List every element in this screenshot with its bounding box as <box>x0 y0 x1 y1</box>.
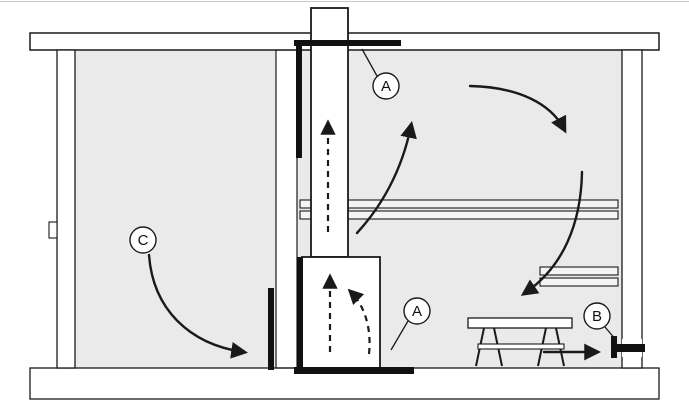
upper-wall-rails <box>299 199 619 220</box>
label-b-text: B <box>592 308 602 325</box>
ceiling-air-arrow <box>468 84 567 134</box>
label-b-circle <box>583 302 611 330</box>
lower-rail-top <box>539 266 619 276</box>
exhaust-vent <box>611 336 645 358</box>
label-b-leader <box>604 326 617 341</box>
left-room-interior <box>75 50 276 368</box>
label-a-bottom-circle <box>403 297 431 325</box>
heater-body <box>301 256 381 369</box>
left-wall <box>56 49 76 369</box>
upper-rail-top <box>299 199 619 209</box>
heater-intake-arrow <box>347 288 371 355</box>
floor-protection-shield <box>294 367 414 374</box>
lower-rail-bottom <box>539 277 619 287</box>
heater-wall-shield <box>297 257 303 368</box>
rising-air-arrow <box>355 121 417 235</box>
vent-flange <box>611 336 617 358</box>
label-heater-shield: A <box>403 297 431 325</box>
descending-air-arrow <box>520 170 584 296</box>
label-ceiling-shield: A <box>372 72 400 100</box>
sauna-heater <box>294 256 414 374</box>
label-supply-air: C <box>129 226 157 254</box>
bench-seat <box>467 317 573 329</box>
bench-stretcher <box>477 343 565 350</box>
supply-air-arrow <box>147 253 248 359</box>
label-exhaust-vent: B <box>583 302 611 330</box>
label-a-top-leader <box>361 48 378 77</box>
right-wall <box>621 49 643 369</box>
chimney-wall-shield <box>296 46 302 158</box>
label-c-text: C <box>138 232 149 249</box>
label-a-top-text: A <box>381 78 391 95</box>
label-a-top-circle <box>372 72 400 100</box>
sauna-bench <box>467 317 573 367</box>
label-c-circle <box>129 226 157 254</box>
ceiling-protection-shield <box>294 40 401 46</box>
wall-mounted-box <box>48 221 58 239</box>
label-a-bottom-leader <box>390 320 409 351</box>
upper-rail-bottom <box>299 210 619 220</box>
supply-air-wall-shield <box>268 288 274 370</box>
label-a-bottom-text: A <box>412 303 422 320</box>
vent-duct <box>617 344 645 352</box>
